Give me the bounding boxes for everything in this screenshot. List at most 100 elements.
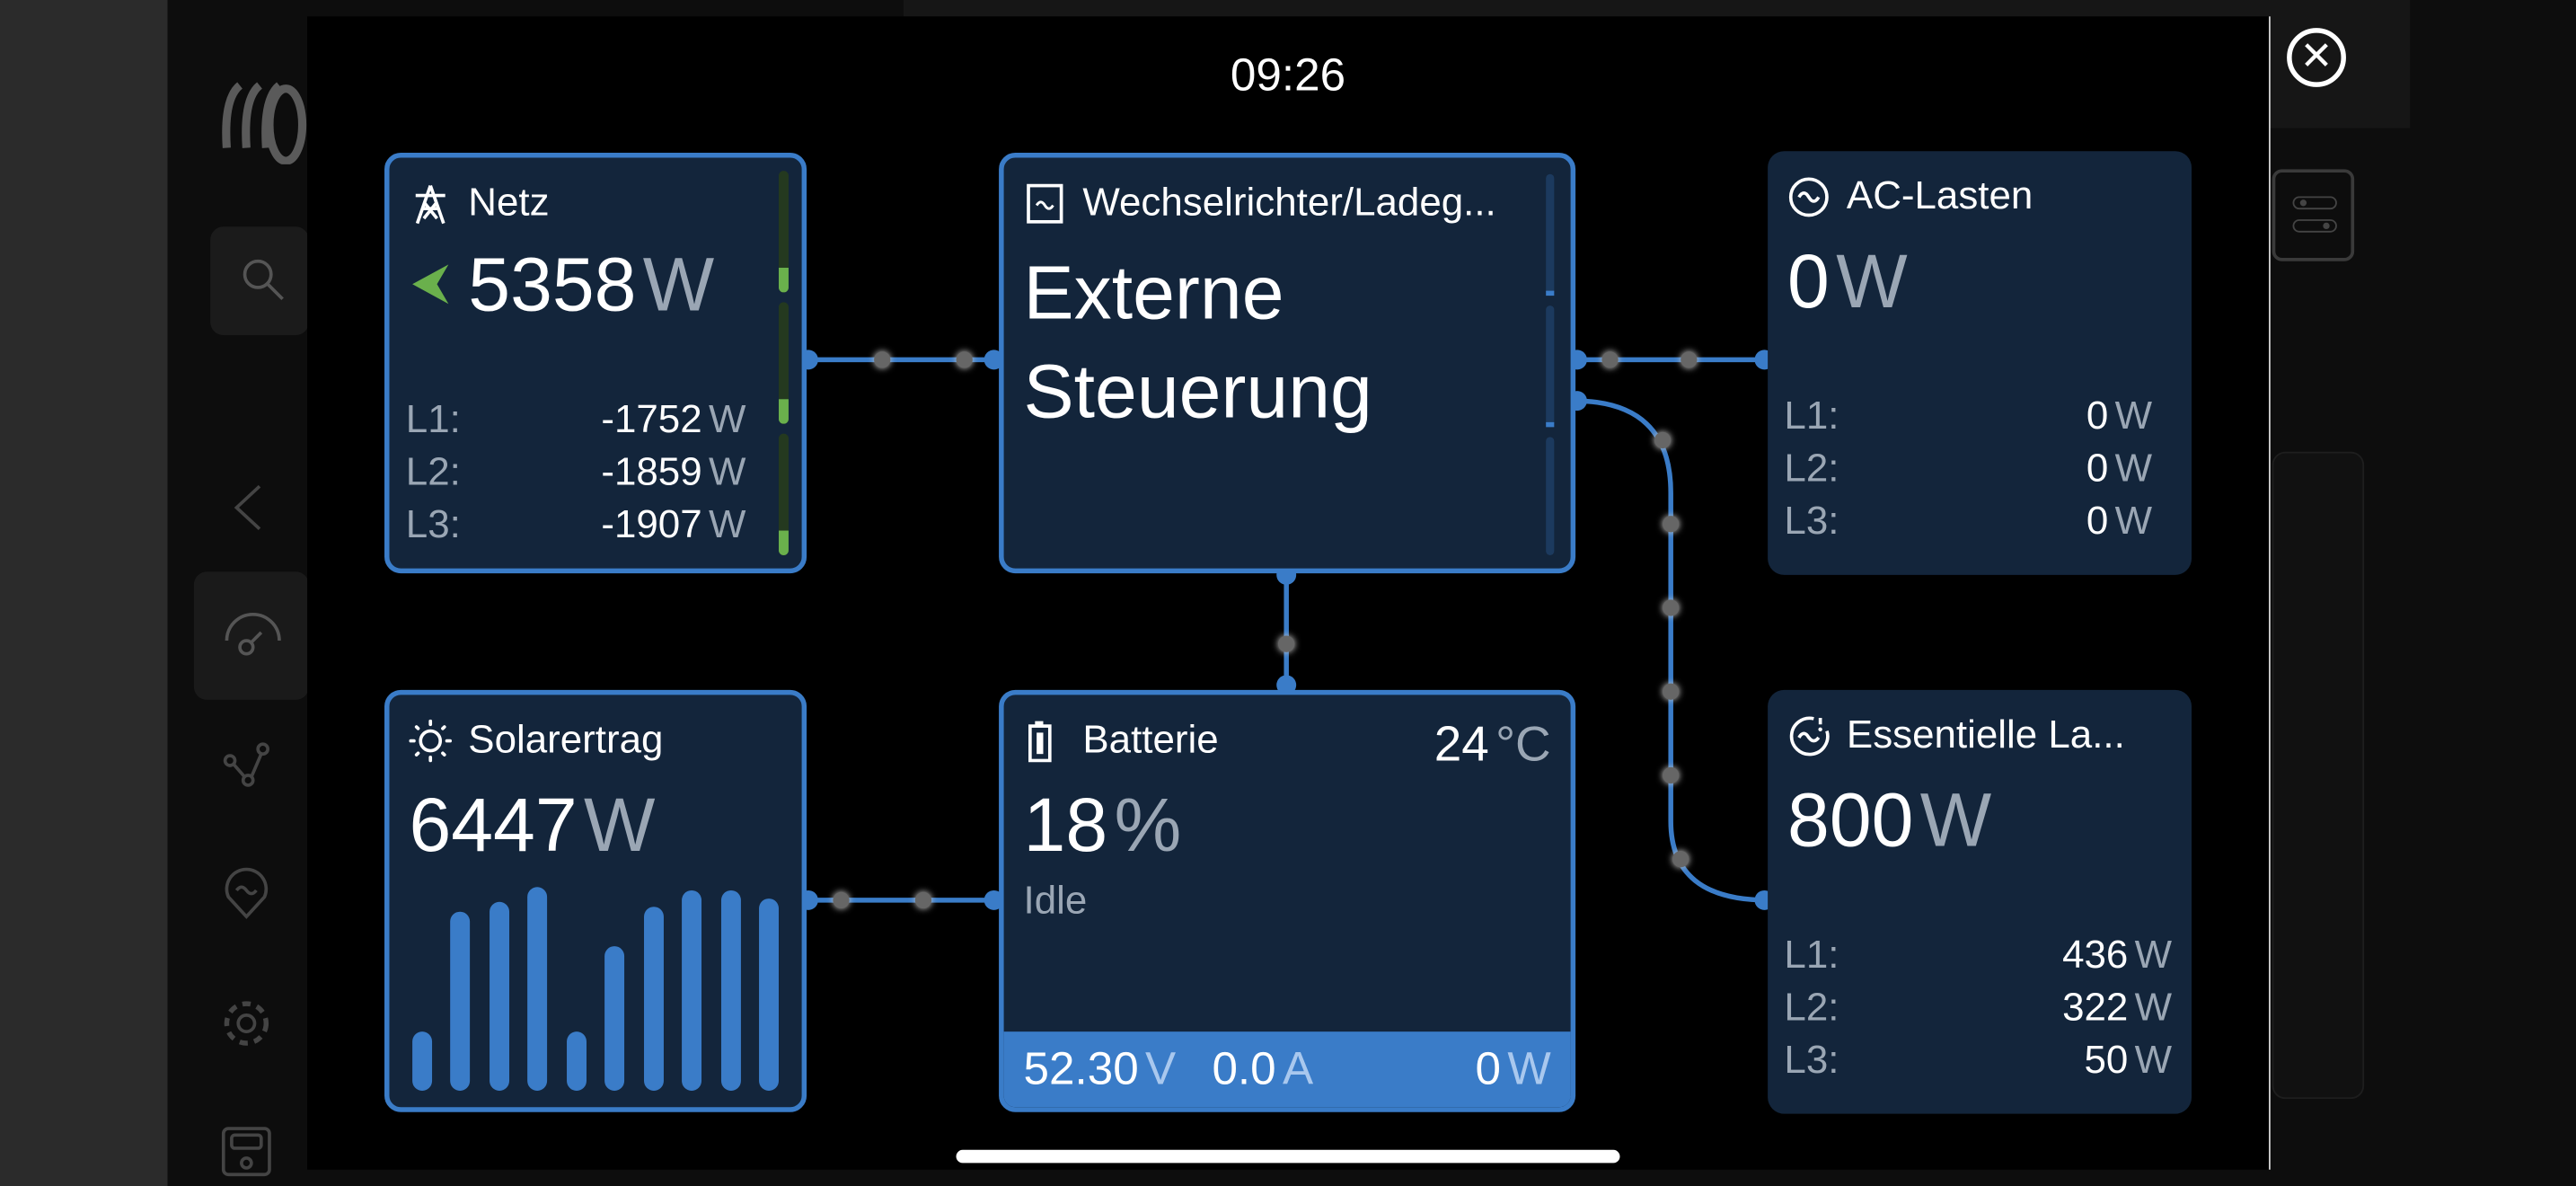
phase-label: L3: [405, 502, 461, 547]
toggles-button[interactable] [2272, 169, 2355, 261]
battery-power: 0 [1475, 1042, 1501, 1094]
ac-loads-unit: W [1836, 238, 1908, 324]
battery-voltage: 52.30 [1023, 1042, 1139, 1094]
location-wave-icon[interactable] [218, 867, 274, 923]
inverter-state-line2: Steuerung [1023, 348, 1372, 434]
phase-value: 322 [2062, 985, 2129, 1031]
solar-history-bar [489, 901, 509, 1091]
grid-phase-level-bar [778, 302, 789, 424]
nodes-icon[interactable] [218, 736, 274, 792]
power-pylon-icon [415, 184, 446, 225]
inverter-card[interactable]: Wechselrichter/Ladeg... Externe Steuerun… [999, 153, 1576, 574]
flow-dot [1681, 351, 1698, 368]
gear-icon[interactable] [218, 996, 274, 1051]
battery-temperature: 24 [1434, 717, 1489, 773]
flow-dot [1663, 766, 1680, 784]
phase-label: L2: [405, 449, 461, 495]
flow-dot [1601, 351, 1619, 368]
clock-time: 09:26 [1230, 49, 1346, 101]
battery-soc-unit: % [1114, 782, 1182, 868]
battery-power-unit: W [1507, 1042, 1551, 1094]
inverter-title: Wechselrichter/Ladeg... [1082, 181, 1496, 226]
flow-dot [914, 891, 932, 909]
phase-value: 50 [2084, 1038, 2129, 1083]
arrow-left-icon [412, 264, 449, 305]
search-icon [243, 259, 284, 301]
sun-icon [409, 719, 453, 763]
solar-history-bar [643, 907, 664, 1091]
close-icon: ✕ [2299, 34, 2333, 79]
flow-dot [1654, 431, 1672, 449]
back-chevron-icon[interactable] [230, 480, 269, 535]
ac-loads-title: AC-Lasten [1846, 173, 2033, 219]
phase-value: 436 [2062, 933, 2129, 978]
battery-title: Batterie [1082, 717, 1219, 763]
phase-unit: W [2114, 447, 2153, 491]
essential-loads-icon [1789, 716, 1830, 757]
grid-phase-level-bar [778, 433, 789, 555]
device-icon[interactable] [218, 1124, 274, 1180]
phase-unit: W [2134, 933, 2173, 978]
battery-icon [1028, 721, 1052, 763]
phase-unit: W [2114, 499, 2153, 544]
phase-value: 0 [2086, 499, 2109, 544]
phase-label: L1: [405, 397, 461, 442]
solar-title: Solarertrag [468, 717, 664, 763]
solar-history-bar [566, 1031, 587, 1091]
grid-title: Netz [468, 181, 550, 226]
phase-unit: W [708, 449, 746, 495]
phase-unit: W [2134, 1038, 2173, 1083]
sidebar-item-overview[interactable] [193, 571, 309, 700]
phase-value: 0 [2086, 394, 2109, 439]
battery-voltage-unit: V [1145, 1042, 1177, 1094]
solar-history-bar [720, 890, 741, 1091]
flow-dot [956, 351, 973, 368]
phase-unit: W [2134, 985, 2173, 1031]
phase-unit: W [708, 397, 746, 442]
solar-history-bar [412, 1031, 433, 1091]
grid-power-value: 5358 [468, 241, 637, 327]
flow-dot [1663, 516, 1680, 533]
battery-soc: 18 [1023, 782, 1108, 868]
phase-bar [1546, 305, 1555, 428]
flow-dot [1663, 599, 1680, 616]
solar-history-bar [604, 946, 625, 1091]
flow-dot [833, 891, 850, 909]
inverter-state: Externe Steuerung [1024, 243, 1372, 440]
home-indicator[interactable] [956, 1149, 1620, 1164]
battery-current-unit: A [1282, 1042, 1314, 1094]
phase-unit: W [2114, 394, 2153, 439]
phase-label: L1: [1784, 394, 1839, 439]
flow-dot [874, 351, 891, 368]
flow-dot [1278, 635, 1295, 652]
search-box[interactable] [210, 226, 309, 335]
ac-loads-value: 0 [1787, 238, 1830, 324]
battery-status: Idle [1023, 879, 1088, 924]
inverter-icon [1027, 183, 1063, 224]
close-button[interactable]: ✕ [2287, 28, 2346, 87]
essential-loads-title: Essentielle La... [1846, 712, 2125, 757]
modal-edge [2268, 16, 2271, 1170]
grid-power-unit: W [642, 241, 715, 327]
phase-value: -1907 [601, 502, 702, 547]
phase-unit: W [708, 502, 746, 547]
battery-current: 0.0 [1212, 1042, 1276, 1094]
phase-value: 0 [2086, 447, 2109, 491]
phase-label: L2: [1784, 447, 1839, 491]
victron-logo [222, 82, 307, 164]
battery-temp-unit: °C [1495, 717, 1551, 773]
flow-dot [1663, 683, 1680, 700]
phase-bar [1546, 173, 1555, 296]
solar-unit: W [583, 782, 656, 868]
phase-label: L3: [1784, 1038, 1839, 1083]
inverter-state-line1: Externe [1023, 249, 1284, 335]
phase-value: -1752 [601, 397, 702, 442]
phase-bar [1546, 437, 1555, 555]
background-chart-panel [2272, 451, 2365, 1100]
